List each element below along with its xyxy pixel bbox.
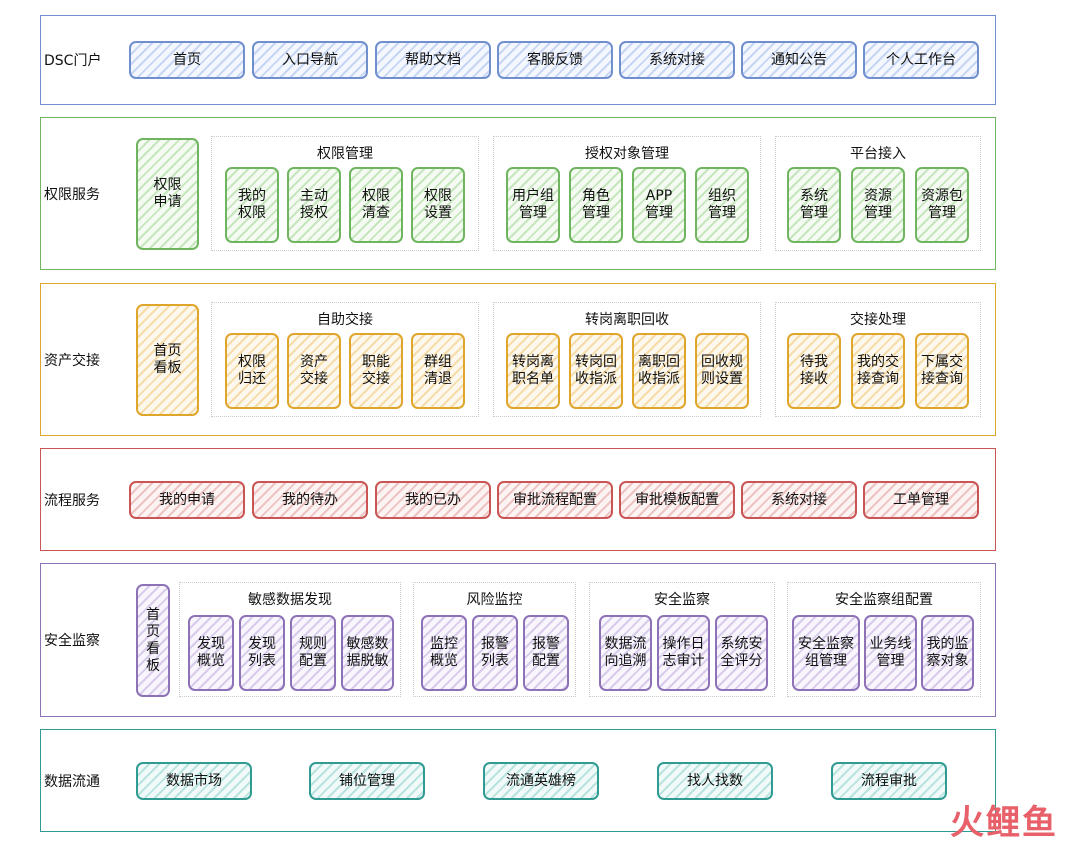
flow-system-integration[interactable]: 系统对接 — [741, 481, 857, 519]
group-self-handover: 自助交接 权限 归还 资产 交接 职能 交接 群组 清退 — [211, 302, 479, 417]
dsc-item-system-integration[interactable]: 系统对接 — [619, 41, 735, 79]
row-flow-service: 流程服务 我的申请 我的待办 我的已办 审批流程配置 审批模板配置 系统对接 工… — [40, 448, 996, 551]
row-label-dsc: DSC门户 — [44, 53, 102, 69]
flow-my-done[interactable]: 我的已办 — [375, 481, 491, 519]
security-data-masking[interactable]: 敏感数 据脱敏 — [341, 615, 394, 691]
auth-resource-pack-mgmt[interactable]: 资源包 管理 — [915, 167, 969, 243]
security-system-score[interactable]: 系统安 全评分 — [715, 615, 768, 691]
asset-permission-return[interactable]: 权限 归还 — [225, 333, 279, 409]
auth-permission-settings[interactable]: 权限 设置 — [411, 167, 465, 243]
security-log-audit[interactable]: 操作日 志审计 — [657, 615, 710, 691]
row-label-data: 数据流通 — [44, 773, 100, 790]
auth-org-mgmt[interactable]: 组织 管理 — [695, 167, 749, 243]
asset-pending-receive[interactable]: 待我 接收 — [787, 333, 841, 409]
group-handover-processing: 交接处理 待我 接收 我的交 接查询 下属交 接查询 — [775, 302, 981, 417]
security-dashboard-button[interactable]: 首 页 看 板 — [136, 584, 170, 697]
dsc-item-home[interactable]: 首页 — [129, 41, 245, 79]
row-asset-handover: 资产交接 首页 看板 自助交接 权限 归还 资产 交接 职能 交接 群组 清退 … — [40, 283, 996, 436]
security-team-mgmt[interactable]: 安全监察 组管理 — [792, 615, 860, 691]
flow-template-config[interactable]: 审批模板配置 — [619, 481, 735, 519]
asset-transfer-list[interactable]: 转岗离 职名单 — [506, 333, 560, 409]
row-label-auth: 权限服务 — [44, 186, 100, 203]
auth-usergroup-mgmt[interactable]: 用户组 管理 — [506, 167, 560, 243]
dsc-item-entry-nav[interactable]: 入口导航 — [252, 41, 368, 79]
auth-permission-audit[interactable]: 权限 清查 — [349, 167, 403, 243]
group-title: 平台接入 — [850, 146, 906, 162]
auth-system-mgmt[interactable]: 系统 管理 — [787, 167, 841, 243]
row-security-inspection: 安全监察 首 页 看 板 敏感数据发现 发现 概览 发现 列表 规则 配置 敏感… — [40, 563, 996, 717]
row-label-asset: 资产交接 — [44, 352, 100, 369]
dsc-item-help-docs[interactable]: 帮助文档 — [375, 41, 491, 79]
security-discovery-overview[interactable]: 发现 概览 — [188, 615, 234, 691]
row-dsc-portal: DSC门户 首页 入口导航 帮助文档 客服反馈 系统对接 通知公告 个人工作台 — [40, 15, 996, 105]
auth-active-grant[interactable]: 主动 授权 — [287, 167, 341, 243]
group-title: 交接处理 — [850, 312, 906, 328]
group-title: 风险监控 — [466, 592, 523, 608]
security-alert-list[interactable]: 报警 列表 — [472, 615, 518, 691]
data-market[interactable]: 数据市场 — [136, 762, 252, 800]
data-hero-board[interactable]: 流通英雄榜 — [483, 762, 599, 800]
data-flow-approval[interactable]: 流程审批 — [831, 762, 947, 800]
asset-my-handover-query[interactable]: 我的交 接查询 — [851, 333, 905, 409]
group-title: 转岗离职回收 — [585, 312, 669, 328]
security-data-flow-trace[interactable]: 数据流 向追溯 — [599, 615, 652, 691]
dsc-item-feedback[interactable]: 客服反馈 — [497, 41, 613, 79]
asset-group-exit[interactable]: 群组 清退 — [411, 333, 465, 409]
security-rule-config[interactable]: 规则 配置 — [290, 615, 336, 691]
group-title: 自助交接 — [317, 312, 373, 328]
data-find-people-data[interactable]: 找人找数 — [657, 762, 773, 800]
asset-recovery-rules[interactable]: 回收规 则设置 — [695, 333, 749, 409]
auth-apply-button[interactable]: 权限 申请 — [136, 138, 199, 250]
auth-resource-mgmt[interactable]: 资源 管理 — [851, 167, 905, 243]
row-auth-service: 权限服务 权限 申请 权限管理 我的 权限 主动 授权 权限 清查 权限 设置 … — [40, 117, 996, 270]
group-title: 授权对象管理 — [585, 146, 669, 162]
group-sensitive-data-discovery: 敏感数据发现 发现 概览 发现 列表 规则 配置 敏感数 据脱敏 — [179, 582, 401, 697]
dsc-item-workbench[interactable]: 个人工作台 — [863, 41, 979, 79]
group-title: 权限管理 — [317, 146, 373, 162]
flow-my-todo[interactable]: 我的待办 — [252, 481, 368, 519]
asset-duty-handover[interactable]: 职能 交接 — [349, 333, 403, 409]
security-monitor-overview[interactable]: 监控 概览 — [421, 615, 467, 691]
row-data-circulation: 数据流通 数据市场 铺位管理 流通英雄榜 找人找数 流程审批 — [40, 729, 996, 832]
auth-my-permissions[interactable]: 我的 权限 — [225, 167, 279, 243]
asset-asset-handover[interactable]: 资产 交接 — [287, 333, 341, 409]
watermark-logo: 火鲤鱼 — [950, 803, 1058, 843]
group-security-inspect: 安全监察 数据流 向追溯 操作日 志审计 系统安 全评分 — [589, 582, 775, 697]
group-title: 安全监察 — [654, 592, 710, 608]
data-stall-mgmt[interactable]: 铺位管理 — [309, 762, 425, 800]
group-platform-access: 平台接入 系统 管理 资源 管理 资源包 管理 — [775, 136, 981, 251]
group-auth-management: 权限管理 我的 权限 主动 授权 权限 清查 权限 设置 — [211, 136, 479, 251]
flow-my-requests[interactable]: 我的申请 — [129, 481, 245, 519]
auth-role-mgmt[interactable]: 角色 管理 — [569, 167, 623, 243]
asset-leave-assign[interactable]: 离职回 收指派 — [632, 333, 686, 409]
flow-approval-config[interactable]: 审批流程配置 — [497, 481, 613, 519]
asset-transfer-assign[interactable]: 转岗回 收指派 — [569, 333, 623, 409]
security-alert-config[interactable]: 报警 配置 — [523, 615, 569, 691]
group-auth-object-management: 授权对象管理 用户组 管理 角色 管理 APP 管理 组织 管理 — [493, 136, 761, 251]
security-business-line-mgmt[interactable]: 业务线 管理 — [864, 615, 917, 691]
row-label-security: 安全监察 — [44, 633, 100, 649]
security-discovery-list[interactable]: 发现 列表 — [239, 615, 285, 691]
security-my-targets[interactable]: 我的监 察对象 — [921, 615, 974, 691]
group-title: 敏感数据发现 — [248, 592, 332, 608]
asset-subordinate-query[interactable]: 下属交 接查询 — [915, 333, 969, 409]
group-risk-monitoring: 风险监控 监控 概览 报警 列表 报警 配置 — [413, 582, 576, 697]
row-label-flow: 流程服务 — [44, 492, 100, 509]
flow-ticket-mgmt[interactable]: 工单管理 — [863, 481, 979, 519]
group-title: 安全监察组配置 — [835, 592, 933, 608]
auth-app-mgmt[interactable]: APP 管理 — [632, 167, 686, 243]
group-inspection-team-config: 安全监察组配置 安全监察 组管理 业务线 管理 我的监 察对象 — [787, 582, 981, 697]
dsc-item-notice[interactable]: 通知公告 — [741, 41, 857, 79]
group-transfer-recovery: 转岗离职回收 转岗离 职名单 转岗回 收指派 离职回 收指派 回收规 则设置 — [493, 302, 761, 417]
asset-dashboard-button[interactable]: 首页 看板 — [136, 304, 199, 416]
